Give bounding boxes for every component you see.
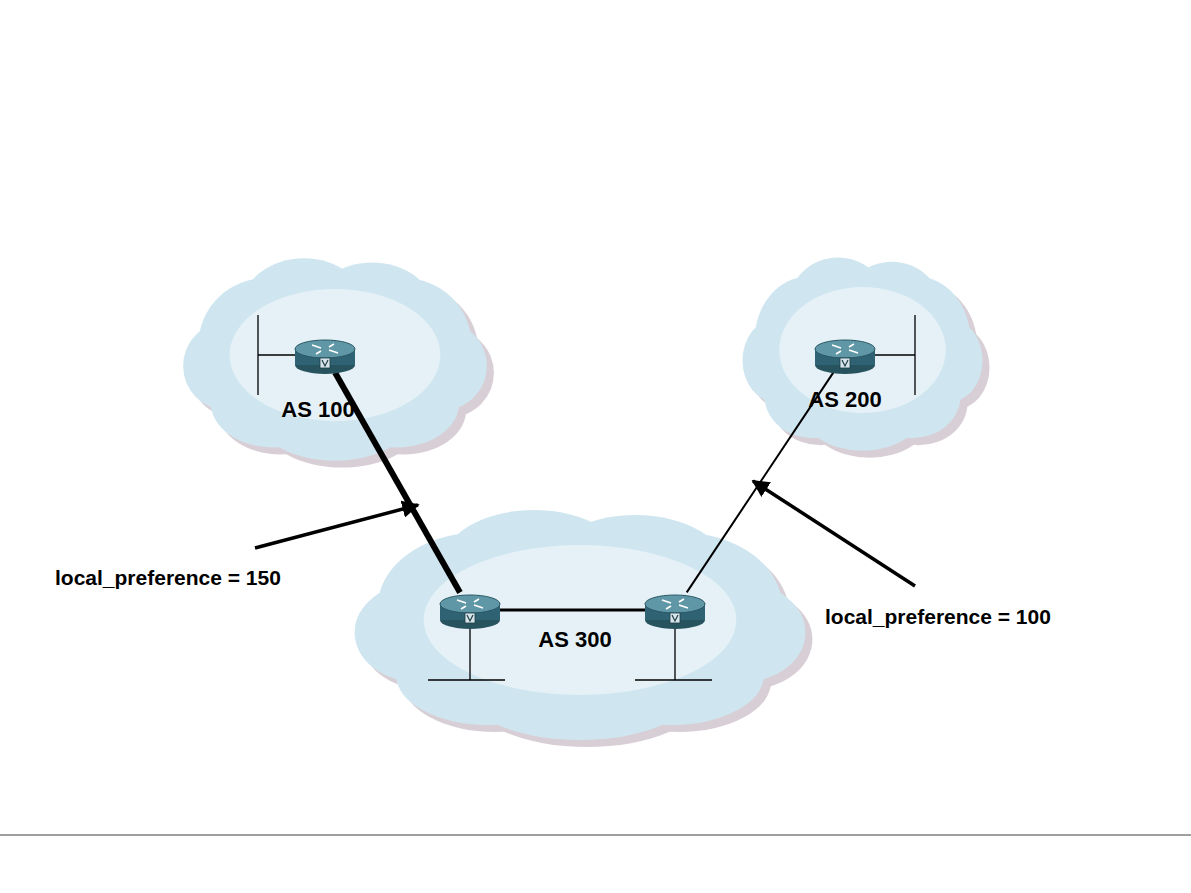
- callout-arrow: [255, 505, 418, 548]
- lan-segment: [258, 315, 298, 395]
- as-cloud: AS 200: [740, 245, 985, 455]
- callout-label: local_preference = 150: [55, 566, 281, 589]
- lan-segment: [428, 610, 712, 680]
- as-label: AS 300: [538, 628, 611, 652]
- as-cloud: AS 100: [180, 245, 490, 465]
- as-label: AS 200: [808, 388, 881, 412]
- router-icon: [640, 588, 710, 632]
- as-cloud: AS 300: [350, 495, 810, 745]
- callout-label: local_preference = 100: [825, 605, 1051, 628]
- separator-line: [0, 834, 1191, 836]
- as-label: AS 100: [281, 398, 354, 422]
- lan-segment: [872, 315, 915, 395]
- cloud-outline: [350, 495, 810, 745]
- router-icon: [290, 333, 360, 377]
- router-icon: [435, 588, 505, 632]
- router-icon: [810, 333, 880, 377]
- callout-arrow: [753, 481, 915, 586]
